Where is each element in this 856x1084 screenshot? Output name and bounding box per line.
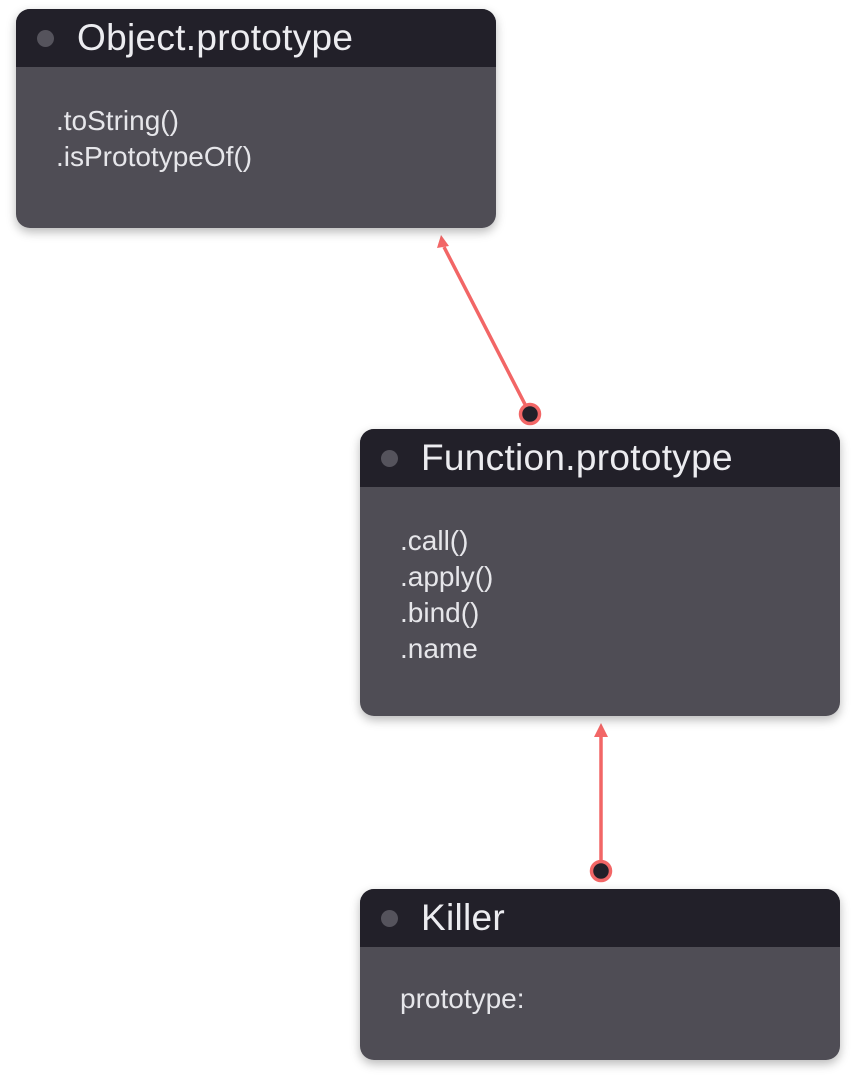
- edge-line: [442, 246, 532, 415]
- node-title: Function.prototype: [421, 437, 733, 478]
- member-item: .bind(): [400, 597, 480, 628]
- node-status-dot-icon: [37, 29, 54, 47]
- arrowhead-icon: [594, 723, 608, 737]
- member-item: .call(): [400, 525, 469, 556]
- edge-handle[interactable]: [518, 402, 542, 426]
- edge-killer-to-function: [589, 723, 613, 883]
- node-title: Killer: [421, 897, 506, 938]
- node-body: .call() .apply() .bind() .name: [360, 487, 840, 667]
- edge-function-to-object: [437, 235, 542, 426]
- node-killer[interactable]: Killer prototype:: [360, 889, 840, 1060]
- member-item: .toString(): [56, 105, 179, 136]
- member-item: .name: [400, 633, 478, 664]
- edge-handle[interactable]: [589, 859, 613, 883]
- node-status-dot-icon: [381, 909, 398, 927]
- member-item: .apply(): [400, 561, 494, 592]
- node-object-prototype[interactable]: Object.prototype .toString() .isPrototyp…: [16, 9, 496, 228]
- node-header[interactable]: Killer: [360, 889, 840, 947]
- node-body: prototype:: [360, 947, 840, 1017]
- member-item: .isPrototypeOf(): [56, 141, 253, 172]
- node-status-dot-icon: [381, 449, 398, 467]
- node-title: Object.prototype: [77, 17, 354, 58]
- node-header[interactable]: Object.prototype: [16, 9, 496, 67]
- member-item: prototype:: [400, 983, 525, 1014]
- node-header[interactable]: Function.prototype: [360, 429, 840, 487]
- node-body: .toString() .isPrototypeOf(): [16, 67, 496, 175]
- arrowhead-icon: [437, 235, 449, 248]
- node-function-prototype[interactable]: Function.prototype .call() .apply() .bin…: [360, 429, 840, 716]
